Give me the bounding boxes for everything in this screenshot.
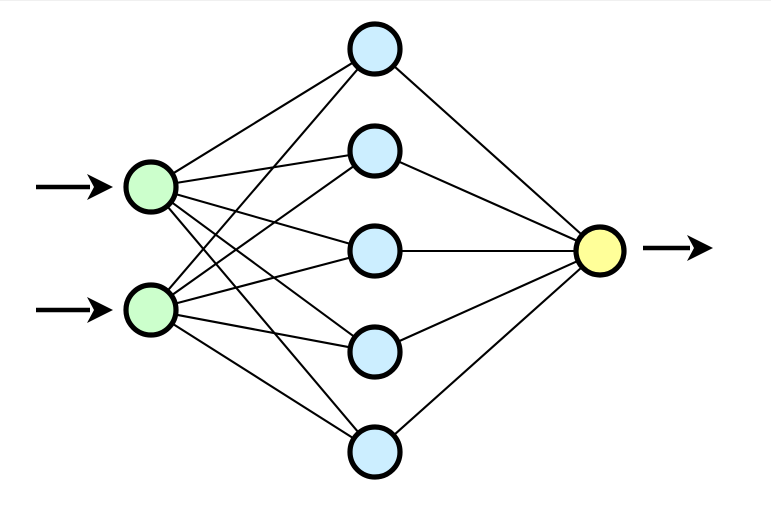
edge-h4-o1 <box>396 259 580 344</box>
io-arrows-group <box>36 174 713 323</box>
edge-i2-h5 <box>170 321 356 441</box>
edge-i1-h2 <box>174 153 352 185</box>
edge-i1-h1 <box>170 60 356 176</box>
input-arrow-2 <box>36 297 113 323</box>
edge-i2-h2 <box>169 163 357 298</box>
nodes-group <box>123 21 627 480</box>
hidden-node-4[interactable] <box>347 324 403 380</box>
input-node-2[interactable] <box>123 282 179 338</box>
hidden-node-3[interactable] <box>347 223 403 279</box>
hidden-node-2[interactable] <box>347 123 403 179</box>
edge-i2-h1 <box>165 66 361 293</box>
edge-i2-h4 <box>173 313 353 349</box>
top-divider <box>0 0 771 1</box>
edge-i1-h3 <box>173 192 353 246</box>
edge-h5-o1 <box>391 265 584 438</box>
edge-i2-h3 <box>173 255 353 306</box>
layer-output <box>573 224 627 278</box>
layer-input <box>123 159 179 338</box>
layer-hidden <box>347 21 403 480</box>
edge-i1-h5 <box>165 204 361 435</box>
edge-i1-h4 <box>169 200 357 339</box>
edge-h2-o1 <box>396 159 580 243</box>
output-arrow-1-head <box>687 235 713 261</box>
input-arrow-1-head <box>87 174 113 200</box>
edges-group <box>165 60 584 441</box>
edge-h1-o1 <box>391 63 584 237</box>
input-node-1[interactable] <box>123 159 179 215</box>
hidden-node-5[interactable] <box>347 424 403 480</box>
hidden-node-1[interactable] <box>347 21 403 77</box>
input-arrow-2-head <box>87 297 113 323</box>
input-arrow-1 <box>36 174 113 200</box>
output-arrow-1 <box>643 235 713 261</box>
output-node-1[interactable] <box>573 224 627 278</box>
